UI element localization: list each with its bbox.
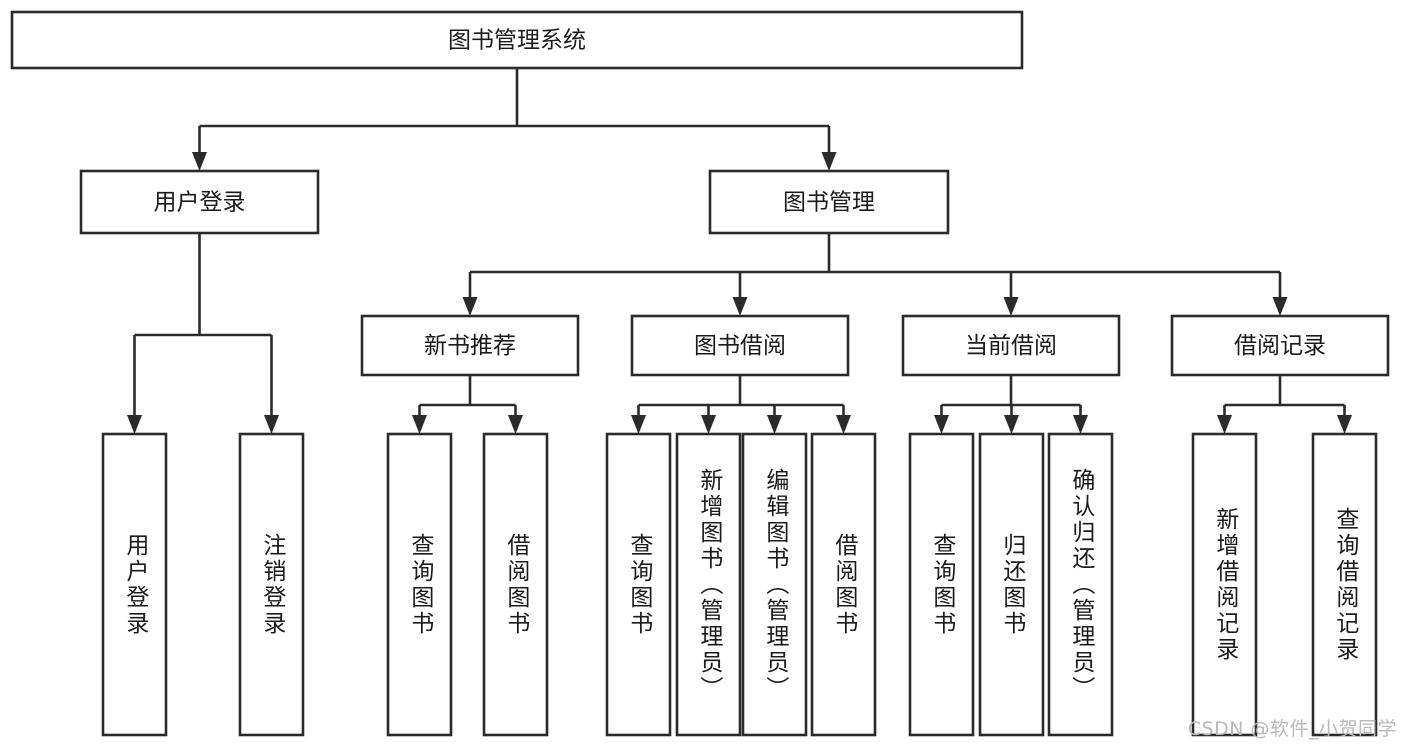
arrow-head-icon: [1272, 297, 1288, 316]
node-box-leaf-3-1[interactable]: [1311, 432, 1378, 737]
arrow-head-icon: [462, 297, 478, 316]
arrow-head-icon: [631, 415, 646, 434]
node-box-leaf-1-2[interactable]: [741, 432, 808, 737]
arrow-head-icon: [701, 415, 716, 434]
node-label-root: 图书管理系统: [448, 28, 586, 54]
node-box-leaf-0-0[interactable]: [386, 432, 453, 737]
node-box-l2-1[interactable]: [708, 169, 950, 235]
node-box-l3-2[interactable]: [901, 314, 1121, 377]
arrow-head-icon: [508, 415, 523, 434]
connectors-layer: [127, 68, 1352, 434]
boxes-layer: [10, 10, 1390, 737]
node-box-leaf-2-1[interactable]: [978, 432, 1045, 737]
node-label-l3-2: 当前借阅: [965, 333, 1057, 359]
node-box-leaf-0-1[interactable]: [482, 432, 549, 737]
arrow-head-icon: [1337, 415, 1352, 434]
arrow-head-icon: [821, 152, 837, 171]
arrow-head-icon: [127, 415, 142, 434]
node-label-l3-0: 新书推荐: [424, 333, 516, 359]
arrow-head-icon: [836, 415, 851, 434]
node-box-l3-0[interactable]: [360, 314, 580, 377]
node-box-leaf-2-2[interactable]: [1047, 432, 1114, 737]
node-label-l3-3: 借阅记录: [1234, 333, 1326, 359]
node-label-l2-1: 图书管理: [783, 190, 875, 216]
arrow-head-icon: [732, 297, 748, 316]
node-label-l3-1: 图书借阅: [694, 333, 786, 359]
arrow-head-icon: [192, 152, 207, 171]
node-box-leaf-1-1[interactable]: [675, 432, 742, 737]
arrow-head-icon: [1003, 297, 1019, 316]
arrow-head-icon: [1073, 415, 1088, 434]
arrow-head-icon: [412, 415, 427, 434]
node-box-l3-1[interactable]: [630, 314, 850, 377]
arrow-head-icon: [264, 415, 279, 434]
arrow-head-icon: [767, 415, 782, 434]
arrow-head-icon: [1217, 415, 1232, 434]
arrow-head-icon: [1004, 415, 1019, 434]
node-box-leaf-1-3[interactable]: [810, 432, 877, 737]
watermark-text: CSDN @软件_小贺同学: [1187, 718, 1397, 740]
node-label-l2-0: 用户登录: [154, 190, 246, 216]
arrow-head-icon: [934, 415, 949, 434]
node-box-leaf-2-0[interactable]: [908, 432, 975, 737]
node-box-l3-3[interactable]: [1170, 314, 1390, 377]
node-box-l2-0[interactable]: [79, 169, 320, 235]
node-box-leaf-login-1[interactable]: [238, 432, 305, 737]
node-box-leaf-login-0[interactable]: [101, 432, 168, 737]
node-box-leaf-3-0[interactable]: [1191, 432, 1258, 737]
node-box-leaf-1-0[interactable]: [605, 432, 672, 737]
node-box-root[interactable]: [10, 10, 1024, 70]
